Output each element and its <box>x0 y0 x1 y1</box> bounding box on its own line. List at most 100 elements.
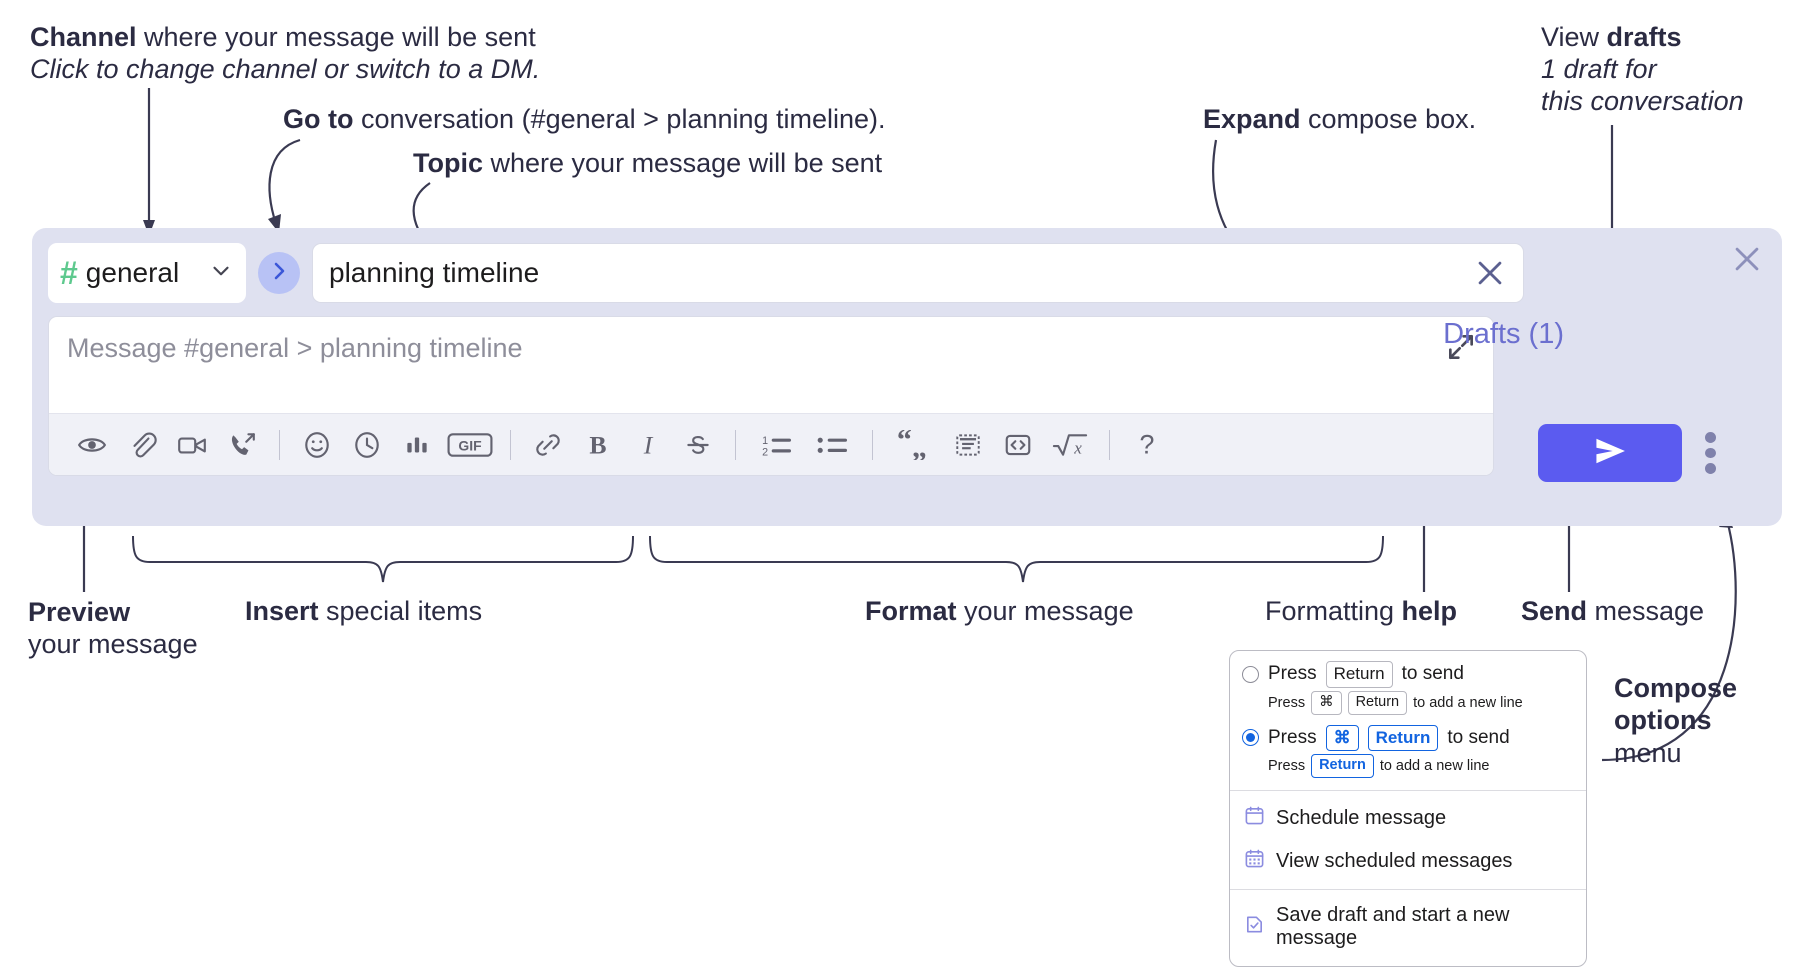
channel-selector[interactable]: # general <box>48 243 246 303</box>
strikethrough-icon[interactable] <box>673 422 723 468</box>
annotation-insert: Insert special items <box>245 596 482 627</box>
divider <box>872 429 873 460</box>
topic-value: planning timeline <box>329 257 540 288</box>
message-placeholder: Message #general > planning timeline <box>67 333 523 363</box>
key-return: Return <box>1325 661 1393 688</box>
annotation-send-bold: Send <box>1521 596 1588 626</box>
annotation-compose-bold2: options <box>1614 705 1712 736</box>
message-compose-box: Message #general > planning timeline <box>48 316 1494 476</box>
message-input[interactable]: Message #general > planning timeline <box>49 317 1493 413</box>
close-icon[interactable] <box>1473 256 1507 290</box>
bold-icon[interactable]: B <box>573 422 623 468</box>
blockquote-icon[interactable]: “ „ <box>885 422 943 468</box>
radio-return[interactable] <box>1242 665 1259 683</box>
send-option-return-sub: Press ⌘ Return to add a new line <box>1268 690 1574 715</box>
annotation-compose-bold1: Compose <box>1614 673 1738 703</box>
annotation-goto-bold: Go to <box>283 104 354 134</box>
option2-sub-pre: Press <box>1268 758 1306 775</box>
annotation-drafts-italic1: 1 draft for <box>1541 53 1657 84</box>
video-icon[interactable] <box>167 422 217 468</box>
topic-field[interactable]: planning timeline <box>312 243 1524 303</box>
send-option-cmd-return[interactable]: Press ⌘ Return to send <box>1242 724 1574 752</box>
kebab-dot <box>1704 463 1716 475</box>
preview-icon[interactable] <box>67 422 117 468</box>
goto-conversation-button[interactable] <box>258 252 300 294</box>
send-option-return[interactable]: Press Return to send <box>1242 661 1574 688</box>
bulleted-list-icon[interactable] <box>804 422 860 468</box>
annotation-format-bold: Format <box>865 596 957 626</box>
annotation-insert-rest: special items <box>318 596 483 626</box>
help-icon[interactable]: ? <box>1122 422 1172 468</box>
drafts-link[interactable]: Drafts (1) <box>1443 318 1564 350</box>
annotation-goto-rest: conversation (#general > planning timeli… <box>353 104 886 134</box>
annotation-format: Format your message <box>865 596 1134 627</box>
option2-sub-post: to add a new line <box>1379 758 1490 775</box>
kebab-menu-icon[interactable] <box>1696 432 1724 475</box>
huddle-icon[interactable] <box>217 422 267 468</box>
radio-cmd-return[interactable] <box>1242 729 1259 747</box>
svg-text:GIF: GIF <box>458 437 481 453</box>
menu-item-save-draft[interactable]: Save draft and start a new message <box>1230 896 1586 958</box>
option1-pre: Press <box>1268 663 1317 685</box>
key-command: ⌘ <box>1311 690 1342 715</box>
channel-name-label: general <box>85 257 180 288</box>
chevron-down-icon <box>208 258 234 289</box>
link-icon[interactable] <box>523 422 573 468</box>
save-draft-icon <box>1244 914 1265 941</box>
divider <box>1109 429 1110 460</box>
annotation-expand-rest: compose box. <box>1300 104 1477 134</box>
menu-divider <box>1230 889 1586 890</box>
menu-item-schedule-message[interactable]: Schedule message <box>1230 797 1586 840</box>
expand-icon[interactable] <box>1445 331 1477 363</box>
option2-pre: Press <box>1268 726 1317 748</box>
annotation-insert-bold: Insert <box>245 596 319 626</box>
code-icon[interactable] <box>993 422 1043 468</box>
option1-post: to send <box>1401 663 1464 685</box>
emoji-icon[interactable] <box>292 422 342 468</box>
gif-icon[interactable]: GIF <box>442 422 498 468</box>
annotation-channel-rest: where your message will be sent <box>136 22 536 52</box>
annotation-drafts-italic2: this conversation <box>1541 85 1744 116</box>
menu-item-label: Save draft and start a new message <box>1276 904 1510 949</box>
calendar-icon <box>1244 805 1265 832</box>
annotation-help-pre: Formatting <box>1265 596 1402 626</box>
poll-icon[interactable] <box>392 422 442 468</box>
menu-item-label: View scheduled messages <box>1276 850 1513 872</box>
compose-options-menu: Press Return to send Press ⌘ Return to a… <box>1229 650 1587 967</box>
menu-item-view-scheduled[interactable]: View scheduled messages <box>1230 840 1586 883</box>
menu-divider <box>1230 790 1586 791</box>
code-block-icon[interactable] <box>943 422 993 468</box>
calendar-grid-icon <box>1244 848 1265 875</box>
annotation-compose-options: Compose options menu <box>1614 672 1784 769</box>
math-icon[interactable]: x <box>1043 422 1097 468</box>
annotation-help-bold: help <box>1401 596 1458 626</box>
svg-text:I: I <box>643 430 654 459</box>
send-icon <box>1591 432 1629 475</box>
divider <box>735 429 736 460</box>
annotation-format-rest: your message <box>956 596 1134 626</box>
send-shortcut-options: Press Return to send Press ⌘ Return to a… <box>1230 651 1586 790</box>
annotation-expand-bold: Expand <box>1203 104 1301 134</box>
key-return: Return <box>1311 754 1374 778</box>
option1-sub-post: to add a new line <box>1413 694 1523 711</box>
kebab-dot <box>1704 447 1716 459</box>
svg-text:x: x <box>1073 438 1082 457</box>
annotation-preview-rest: your message <box>28 629 198 660</box>
option1-sub-pre: Press <box>1268 694 1306 711</box>
key-command: ⌘ <box>1325 724 1359 752</box>
italic-icon[interactable]: I <box>623 422 673 468</box>
annotation-channel-bold: Channel <box>30 22 137 52</box>
divider <box>279 429 280 460</box>
send-button[interactable] <box>1538 424 1682 482</box>
chevron-right-icon <box>267 259 291 288</box>
key-return: Return <box>1347 690 1408 715</box>
panel-close-button[interactable] <box>1730 242 1764 276</box>
annotation-channel-italic: Click to change channel or switch to a D… <box>30 53 541 84</box>
annotation-topic-rest: where your message will be sent <box>483 148 883 178</box>
svg-text:B: B <box>589 430 606 459</box>
annotation-preview-bold: Preview <box>28 597 131 627</box>
annotation-topic-bold: Topic <box>413 148 483 178</box>
attachment-icon[interactable] <box>117 422 167 468</box>
ordered-list-icon[interactable]: 1 2 <box>748 422 804 468</box>
clock-icon[interactable] <box>342 422 392 468</box>
